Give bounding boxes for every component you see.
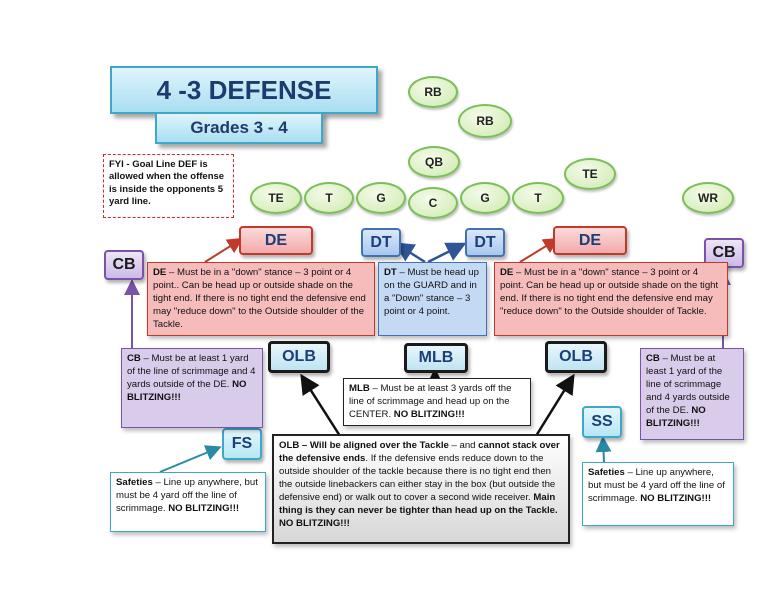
arrow-dt-left <box>393 242 426 264</box>
offense-line-te: TE <box>250 182 302 214</box>
arrow-dt-right <box>427 242 467 264</box>
page-subtitle: Grades 3 - 4 <box>190 118 288 137</box>
defense-de-left: DE <box>239 226 313 255</box>
defense-fs: FS <box>222 428 262 460</box>
defense-de-right: DE <box>553 226 627 255</box>
note-olb: OLB – Will be aligned over the Tackle – … <box>272 434 570 544</box>
defense-cb-left: CB <box>104 250 144 280</box>
defense-olb-right: OLB <box>545 341 607 373</box>
arrow-olb-left <box>300 373 342 437</box>
offense-line-g-right: G <box>460 182 510 214</box>
offense-rb-2: RB <box>458 104 512 138</box>
note-cb-left: CB – Must be at least 1 yard of the line… <box>121 348 263 428</box>
defense-dt-right: DT <box>465 228 505 257</box>
offense-qb: QB <box>408 146 460 178</box>
defense-olb-left: OLB <box>268 341 330 373</box>
arrow-de-left <box>204 237 244 263</box>
note-mlb: MLB – Must be at least 3 yards off the l… <box>343 378 531 426</box>
note-cb-right: CB – Must be at least 1 yard of the line… <box>640 348 744 440</box>
note-safeties-left: Safeties – Line up anywhere, but must be… <box>110 472 266 532</box>
offense-line-t-left: T <box>304 182 354 214</box>
note-de-left: DE – Must be in a "down" stance – 3 poin… <box>147 262 375 336</box>
fyi-text: FYI - Goal Line DEF is allowed when the … <box>109 159 225 208</box>
title-box: 4 -3 DEFENSE <box>110 66 378 114</box>
offense-line-center: C <box>408 187 458 219</box>
offense-te-right: TE <box>564 158 616 190</box>
arrow-olb-right <box>534 373 575 437</box>
arrow-ss <box>595 436 612 463</box>
offense-line-t-right: T <box>512 182 564 214</box>
fyi-note: FYI - Goal Line DEF is allowed when the … <box>103 154 234 218</box>
note-safeties-right: Safeties – Line up anywhere, but must be… <box>582 462 734 526</box>
defense-mlb: MLB <box>404 343 468 373</box>
offense-line-g-left: G <box>356 182 406 214</box>
note-dt: DT – Must be head up on the GUARD and in… <box>378 262 487 336</box>
arrow-fs <box>159 445 222 473</box>
defense-dt-left: DT <box>361 228 401 257</box>
arrow-de-right <box>519 237 560 263</box>
note-de-right: DE – Must be in a "down" stance – 3 poin… <box>494 262 728 336</box>
offense-wr: WR <box>682 182 734 214</box>
offense-rb-1: RB <box>408 76 458 108</box>
subtitle-box: Grades 3 - 4 <box>155 112 323 144</box>
page-title: 4 -3 DEFENSE <box>156 74 332 105</box>
defense-ss: SS <box>582 406 622 438</box>
